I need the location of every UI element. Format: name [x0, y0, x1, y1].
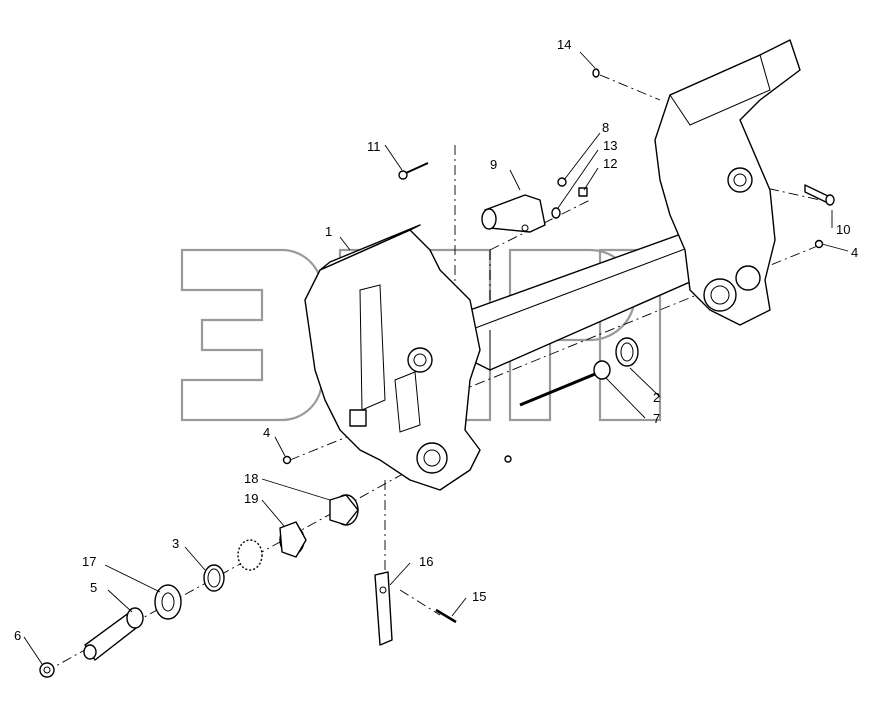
callout-2: 2: [653, 390, 660, 405]
callout-12: 12: [603, 156, 617, 171]
callout-1: 1: [325, 224, 332, 239]
bolt-7: [519, 360, 611, 407]
lever-16: [374, 571, 457, 646]
callout-16: 16: [419, 554, 433, 569]
callout-10: 10: [836, 222, 850, 237]
callout-14: 14: [557, 37, 571, 52]
callout-5: 5: [90, 580, 97, 595]
callout-15: 15: [472, 589, 486, 604]
leader-lines: [23, 51, 849, 665]
callout-4-right: 4: [851, 245, 858, 260]
lower-stack: [39, 494, 359, 678]
callout-4-left: 4: [263, 425, 270, 440]
screw-11: [398, 162, 429, 180]
callout-17: 17: [82, 554, 96, 569]
callout-6: 6: [14, 628, 21, 643]
callout-9: 9: [490, 157, 497, 172]
small-hardware: [551, 177, 588, 219]
callout-8: 8: [602, 120, 609, 135]
callout-18: 18: [244, 471, 258, 486]
callout-19: 19: [244, 491, 258, 506]
callout-3: 3: [172, 536, 179, 551]
callout-7: 7: [653, 411, 660, 426]
callout-13: 13: [603, 138, 617, 153]
pin-9: [481, 194, 546, 233]
pin-10: [804, 184, 835, 206]
main-frame: [304, 39, 801, 491]
bushing-2: [615, 337, 639, 367]
callouts: 1 2 3 4 4 5 6 7 8 9 10 11 12 13 14 15 16…: [14, 37, 858, 643]
callout-11: 11: [367, 139, 381, 154]
